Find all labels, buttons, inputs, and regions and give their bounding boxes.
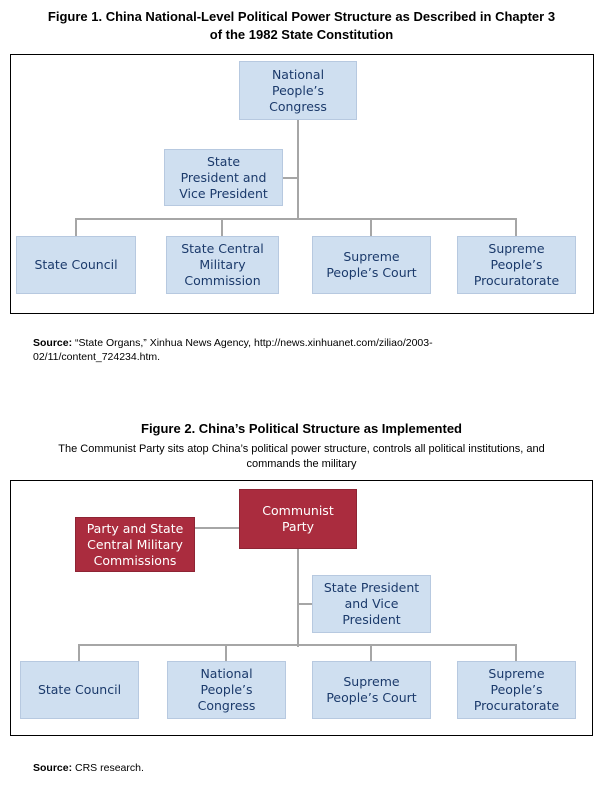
figure2-diagram-frame: Communist Party Party and State Central … <box>10 480 593 736</box>
connector-drop-state-council <box>78 644 80 661</box>
connector-drop-spp <box>515 218 517 236</box>
box-state-president: State President and Vice President <box>164 149 283 206</box>
connector-drop-npc <box>225 644 227 661</box>
figure2-subtitle: The Communist Party sits atop China’s po… <box>58 443 545 470</box>
box-state-council: State Council <box>16 236 136 294</box>
connector-drop-spp <box>515 644 517 661</box>
connector-president-stub <box>283 177 297 179</box>
figure2-source-text: CRS research. <box>75 762 144 774</box>
figure2-source-label: Source: <box>33 762 73 774</box>
box-supreme-peoples-procuratorate: Supreme People’s Procuratorate <box>457 661 576 719</box>
figure1-source-text-line2: 02/11/content_724234.htm. <box>33 351 161 363</box>
connector-npc-to-bottom-row <box>297 120 299 220</box>
figure1-source-text-line1: “State Organs,” Xinhua News Agency, http… <box>75 337 433 349</box>
connector-cmc-to-party <box>195 527 239 529</box>
box-supreme-peoples-court: Supreme People’s Court <box>312 236 431 294</box>
connector-drop-spc <box>370 644 372 661</box>
figure1-diagram-frame: National People’s Congress State Preside… <box>10 54 594 314</box>
box-state-president: State President and Vice President <box>312 575 431 633</box>
figure1-title: Figure 1. China National-Level Political… <box>47 9 556 42</box>
box-communist-party: Communist Party <box>239 489 357 549</box>
box-supreme-peoples-procuratorate: Supreme People’s Procuratorate <box>457 236 576 294</box>
connector-drop-scmc <box>221 218 223 236</box>
connector-president-stub <box>297 603 314 605</box>
figure1-source-label: Source: <box>33 337 73 349</box>
figure2-source: Source: CRS research. <box>33 761 578 775</box>
box-state-central-military-commission: State Central Military Commission <box>166 236 279 294</box>
connector-bottom-row-horizontal <box>78 644 517 646</box>
connector-party-to-bottom-row <box>297 549 299 647</box>
figure1-source: Source: “State Organs,” Xinhua News Agen… <box>33 336 578 364</box>
figure2-title: Figure 2. China’s Political Structure as… <box>141 421 462 436</box>
box-state-council: State Council <box>20 661 139 719</box>
box-party-state-central-military-commissions: Party and State Central Military Commiss… <box>75 517 195 572</box>
box-national-peoples-congress: National People’s Congress <box>239 61 357 120</box>
box-supreme-peoples-court: Supreme People’s Court <box>312 661 431 719</box>
box-national-peoples-congress: National People’s Congress <box>167 661 286 719</box>
connector-bottom-row-horizontal <box>75 218 517 220</box>
connector-drop-state-council <box>75 218 77 236</box>
connector-drop-spc <box>370 218 372 236</box>
